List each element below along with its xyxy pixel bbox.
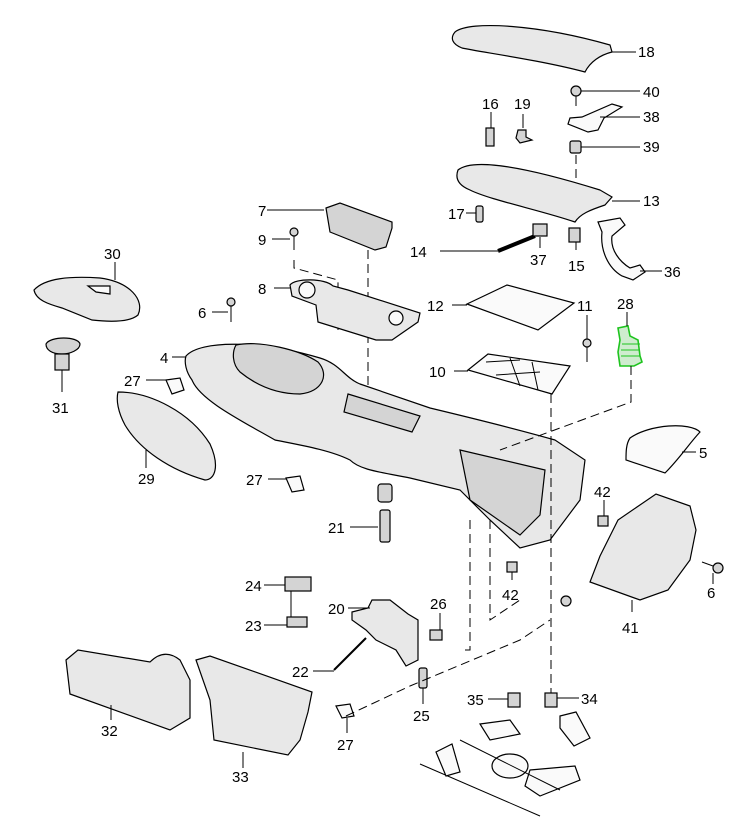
callout-22: 22 — [292, 664, 309, 681]
callout-27-3: 27 — [337, 737, 354, 754]
part-12-mat[interactable] — [465, 284, 576, 331]
part-27-clip-3[interactable] — [335, 703, 355, 719]
callout-42-2: 42 — [502, 587, 519, 604]
callout-27-1: 27 — [124, 373, 141, 390]
part-9-screw[interactable] — [289, 227, 299, 237]
callout-21: 21 — [328, 520, 345, 537]
callout-36: 36 — [664, 264, 681, 281]
part-27-clip-2[interactable] — [285, 475, 305, 493]
callout-37: 37 — [530, 252, 547, 269]
part-28-boot[interactable] — [617, 325, 643, 367]
callout-25: 25 — [413, 708, 430, 725]
callout-27-2: 27 — [246, 472, 263, 489]
callout-41: 41 — [622, 620, 639, 637]
callout-11: 11 — [577, 298, 593, 315]
callout-7: 7 — [258, 203, 266, 220]
callout-4: 4 — [160, 350, 168, 367]
part-33-side-trim-right[interactable] — [195, 655, 313, 756]
part-37-spring[interactable] — [532, 223, 548, 237]
callout-6-right: 6 — [707, 585, 715, 602]
callout-31: 31 — [52, 400, 69, 417]
part-19-bushing[interactable] — [515, 129, 534, 144]
part-11-screw[interactable] — [582, 338, 592, 348]
part-6-screw-left[interactable] — [226, 297, 236, 307]
callout-40: 40 — [643, 84, 660, 101]
callout-6-left: 6 — [198, 305, 206, 322]
part-35-nut[interactable] — [507, 692, 521, 708]
callout-39: 39 — [643, 139, 660, 156]
part-6-screw-right[interactable] — [712, 562, 724, 574]
floor-mounting-assembly — [419, 711, 591, 817]
callout-38: 38 — [643, 109, 660, 126]
part-16-spring[interactable] — [485, 127, 495, 147]
callout-15: 15 — [568, 258, 585, 275]
callout-35: 35 — [467, 692, 484, 709]
callout-17: 17 — [448, 206, 465, 223]
part-21-lock-cylinder — [379, 509, 391, 543]
callout-5: 5 — [699, 445, 707, 462]
part-42-nut-1[interactable] — [597, 515, 609, 527]
part-15-clip[interactable] — [568, 227, 581, 243]
part-32-side-trim-left[interactable] — [65, 649, 191, 731]
callout-30: 30 — [104, 246, 121, 263]
callout-10: 10 — [429, 364, 446, 381]
callout-13: 13 — [643, 193, 660, 210]
callout-29: 29 — [138, 471, 155, 488]
part-23-bracket[interactable] — [286, 616, 308, 628]
callout-9: 9 — [258, 232, 266, 249]
part-25-screw[interactable] — [418, 667, 428, 689]
part-27-clip-1[interactable] — [165, 377, 185, 395]
callout-42-1: 42 — [594, 484, 611, 501]
callout-16: 16 — [482, 96, 499, 113]
part-36-strap[interactable] — [597, 217, 646, 281]
part-41-rear-bracket[interactable] — [589, 493, 697, 601]
part-18-armrest-cover[interactable] — [451, 24, 613, 73]
callout-18: 18 — [638, 44, 655, 61]
part-4-tray — [343, 393, 421, 433]
part-31-knob[interactable] — [45, 337, 81, 355]
part-30-cover[interactable] — [33, 276, 141, 322]
part-22-rod[interactable] — [333, 637, 367, 671]
part-8-cupholder[interactable] — [289, 279, 421, 341]
callout-34: 34 — [581, 691, 598, 708]
part-10-storage-insert[interactable] — [466, 353, 572, 395]
callout-32: 32 — [101, 723, 118, 740]
part-17-bolt[interactable] — [475, 205, 484, 223]
part-7-ashtray[interactable] — [325, 202, 393, 251]
part-20-lock-mechanism[interactable] — [351, 599, 419, 667]
part-26-nut[interactable] — [429, 629, 443, 641]
part-5-cover[interactable] — [625, 425, 701, 474]
part-34-nut[interactable] — [544, 692, 558, 708]
part-13-lid-frame[interactable] — [456, 163, 613, 223]
part-14-pin[interactable] — [497, 234, 536, 253]
part-42-nut-2[interactable] — [506, 561, 518, 573]
callout-23: 23 — [245, 618, 262, 635]
callout-8: 8 — [258, 281, 266, 298]
callout-12: 12 — [427, 298, 444, 315]
callout-14: 14 — [410, 244, 427, 261]
callout-26: 26 — [430, 596, 447, 613]
part-40-screw[interactable] — [570, 85, 582, 97]
callout-33: 33 — [232, 769, 249, 786]
callout-28: 28 — [617, 296, 634, 313]
part-21-lock-key[interactable] — [377, 483, 393, 503]
part-29-side-panel[interactable] — [116, 391, 217, 481]
part-38-plate[interactable] — [567, 103, 624, 133]
callout-20: 20 — [328, 601, 345, 618]
part-4-rear-box — [459, 449, 546, 536]
part-4-armrest-well — [232, 343, 324, 395]
callout-19: 19 — [514, 96, 531, 113]
part-24-switch[interactable] — [284, 576, 312, 592]
part-bolt-41 — [560, 595, 572, 607]
callout-24: 24 — [245, 578, 262, 595]
part-39-nut[interactable] — [569, 140, 582, 154]
